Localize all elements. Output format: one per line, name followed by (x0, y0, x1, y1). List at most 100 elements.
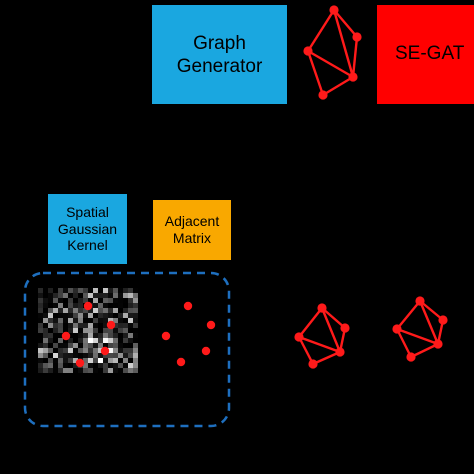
heatmap-cell (63, 363, 68, 368)
heatmap-cell (58, 343, 63, 348)
heatmap-cell (108, 358, 113, 363)
heatmap-cell (43, 363, 48, 368)
heatmap-cell (108, 298, 113, 303)
scatter-node (161, 331, 171, 341)
heatmap-cell (68, 338, 73, 343)
heatmap-cell (88, 343, 93, 348)
heatmap-cell (83, 338, 88, 343)
scatter-node (183, 301, 193, 311)
heatmap-node (100, 346, 110, 356)
heatmap-cell (93, 308, 98, 313)
heatmap-cell (63, 318, 68, 323)
heatmap-cell (123, 353, 128, 358)
scatter-node (201, 346, 211, 356)
heatmap-cell (78, 333, 83, 338)
heatmap-cell (63, 288, 68, 293)
heatmap-cell (113, 298, 118, 303)
heatmap-cell (118, 293, 123, 298)
heatmap-cell (63, 293, 68, 298)
heatmap-cell (38, 343, 43, 348)
heatmap-cell (38, 353, 43, 358)
heatmap-cell (73, 353, 78, 358)
heatmap-cell (73, 363, 78, 368)
heatmap-cell (118, 308, 123, 313)
heatmap-cell (83, 293, 88, 298)
heatmap-cell (118, 363, 123, 368)
graph-node (317, 303, 327, 313)
heatmap-cell (93, 323, 98, 328)
heatmap-cell (43, 338, 48, 343)
graph-edge (297, 336, 315, 365)
heatmap-cell (118, 288, 123, 293)
heatmap-cell (63, 368, 68, 373)
heatmap-cell (88, 323, 93, 328)
heatmap-cell (73, 298, 78, 303)
heatmap-cell (123, 338, 128, 343)
heatmap-cell (128, 333, 133, 338)
heatmap-cell (88, 353, 93, 358)
heatmap-cell (43, 348, 48, 353)
heatmap-cell (43, 358, 48, 363)
heatmap-cell (93, 343, 98, 348)
heatmap-cell (58, 338, 63, 343)
spatial-gaussian-kernel-box: Spatial Gaussian Kernel (48, 194, 127, 264)
heatmap-cell (78, 298, 83, 303)
heatmap-cell (98, 343, 103, 348)
heatmap-cell (53, 293, 58, 298)
graph-edge (418, 300, 440, 345)
heatmap-cell (88, 358, 93, 363)
heatmap-cell (78, 323, 83, 328)
heatmap-cell (108, 318, 113, 323)
heatmap-cell (68, 298, 73, 303)
heatmap-cell (128, 308, 133, 313)
heatmap-cell (133, 353, 138, 358)
heatmap-cell (88, 318, 93, 323)
heatmap-cell (103, 313, 108, 318)
heatmap-cell (83, 358, 88, 363)
heatmap-cell (103, 318, 108, 323)
heatmap-cell (128, 348, 133, 353)
heatmap-cell (73, 293, 78, 298)
graph-icon-top (303, 5, 362, 100)
heatmap-cell (63, 323, 68, 328)
heatmap-cell (118, 348, 123, 353)
graph-edge (322, 75, 354, 97)
heatmap-cell (123, 298, 128, 303)
heatmap-cell (73, 343, 78, 348)
heatmap-cell (83, 298, 88, 303)
graph-node (348, 72, 358, 82)
heatmap-cell (103, 328, 108, 333)
heatmap-cell (98, 298, 103, 303)
heatmap-cell (88, 293, 93, 298)
heatmap-cell (103, 308, 108, 313)
heatmap-cell (133, 288, 138, 293)
heatmap-cell (63, 303, 68, 308)
heatmap-cell (38, 358, 43, 363)
heatmap-cell (43, 353, 48, 358)
heatmap-cell (73, 368, 78, 373)
heatmap-cell (113, 323, 118, 328)
heatmap-cell (103, 303, 108, 308)
heatmap-cell (63, 298, 68, 303)
heatmap-cell (43, 328, 48, 333)
heatmap-cell (58, 303, 63, 308)
heatmap-cell (83, 343, 88, 348)
heatmap-cell (93, 298, 98, 303)
heatmap-cell (98, 333, 103, 338)
heatmap-cell (93, 303, 98, 308)
heatmap-cell (43, 318, 48, 323)
heatmap-cell (123, 318, 128, 323)
heatmap-cell (83, 288, 88, 293)
heatmap-cell (118, 353, 123, 358)
heatmap-cell (58, 358, 63, 363)
graph-node (392, 324, 402, 334)
heatmap-cell (128, 363, 133, 368)
heatmap-cell (93, 313, 98, 318)
heatmap-cell (68, 323, 73, 328)
heatmap-cell (78, 318, 83, 323)
heatmap-cell (73, 308, 78, 313)
heatmap-cell (78, 343, 83, 348)
heatmap-cell (73, 313, 78, 318)
heatmap-cell (43, 308, 48, 313)
heatmap-cell (43, 333, 48, 338)
